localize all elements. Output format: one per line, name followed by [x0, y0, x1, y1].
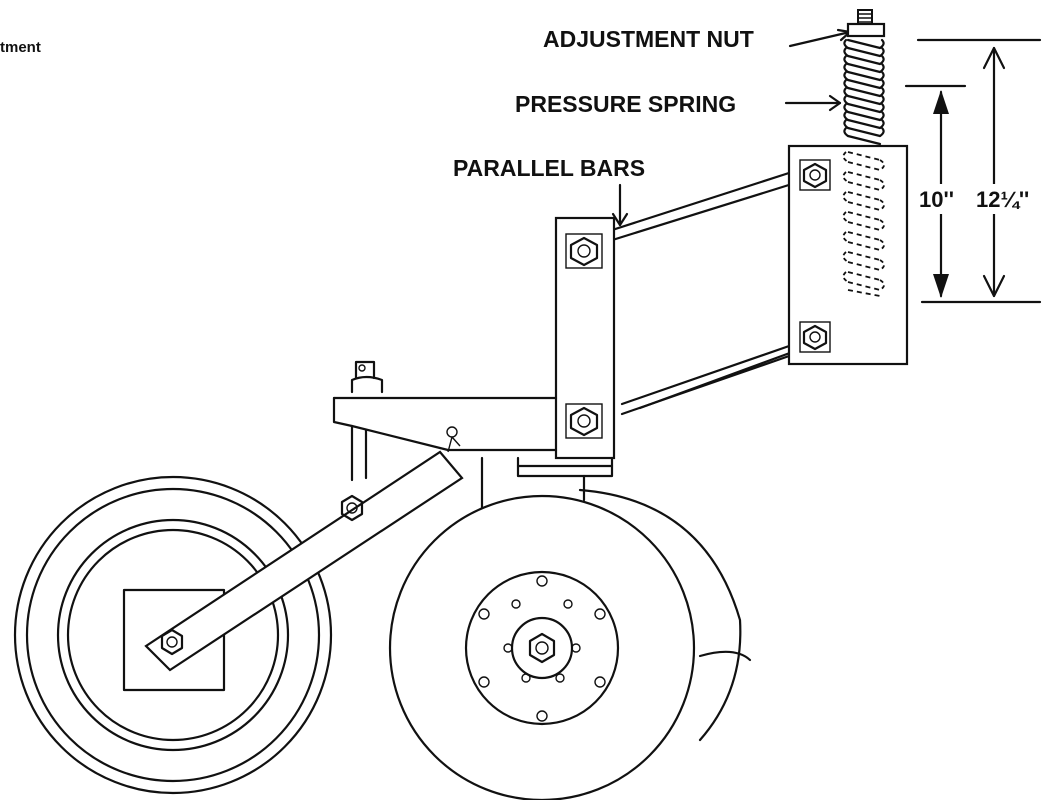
dimension-12-quarter-inch: 12¼'': [976, 187, 1029, 212]
bolt-lower-right: [799, 321, 831, 353]
adjustment-nut-label: ADJUSTMENT NUT: [543, 26, 754, 52]
main-frame: [332, 360, 614, 514]
dimension-10-inch: 10'': [919, 187, 954, 212]
gauge-wheel: [13, 475, 333, 795]
bolt-upper-left: [565, 233, 603, 269]
pressure-spring-label: PRESSURE SPRING: [515, 91, 736, 117]
dim-outer-gap: [970, 184, 1047, 214]
bolt-upper-right: [799, 159, 831, 191]
gauge-wheel-arm: [144, 450, 464, 672]
dim-inner-gap: [918, 184, 958, 214]
adjustment-nut: [846, 9, 886, 38]
adjustment-nut-leader: [788, 28, 852, 48]
parallel-bars-label: PARALLEL BARS: [453, 155, 645, 181]
bolt-lower-left: [565, 403, 603, 439]
opener-disc: [388, 488, 752, 800]
parallel-bars: [604, 170, 800, 416]
pressure-spring: [842, 38, 885, 297]
parallel-bars-leader: [611, 183, 629, 227]
front-mount-plate: [554, 216, 616, 460]
dimension-lines: [904, 38, 1042, 304]
caption-fragment: tment: [0, 39, 41, 56]
pressure-spring-leader: [784, 94, 842, 112]
